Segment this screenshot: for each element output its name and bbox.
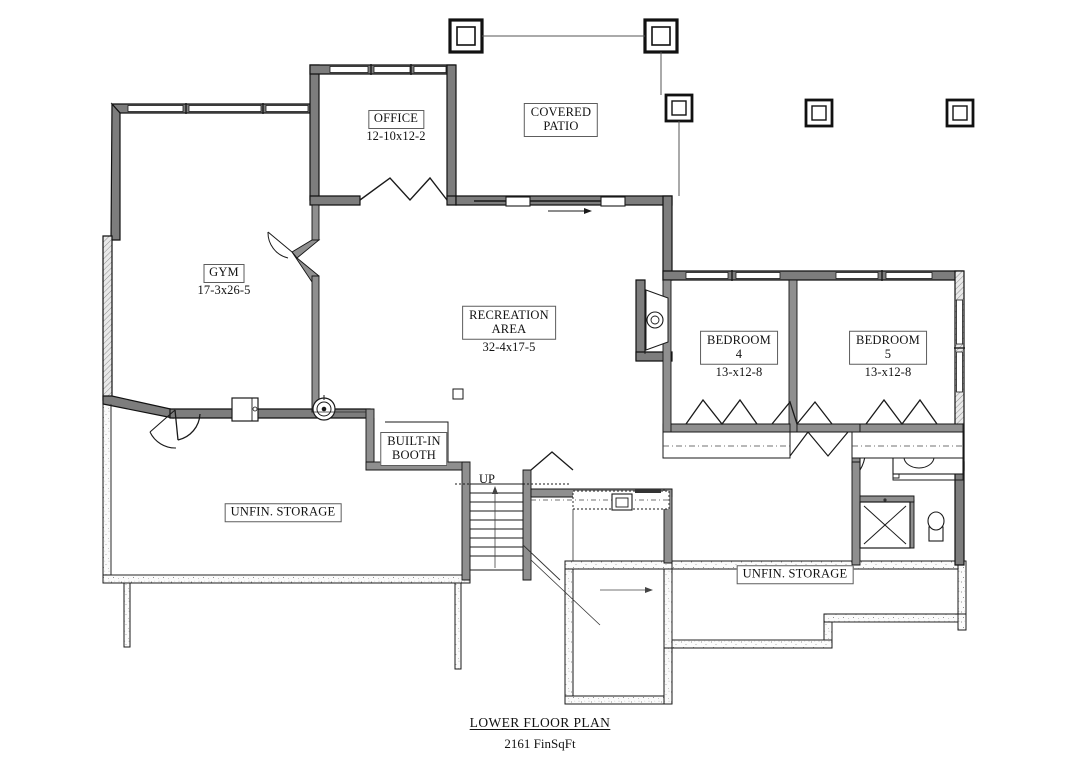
room-label-covered-patio: COVERED PATIO xyxy=(523,103,599,137)
room-label-gym: GYM 17-3x26-5 xyxy=(198,263,251,297)
sliding-patio-door xyxy=(474,196,626,214)
mechanical-fixtures xyxy=(231,289,669,422)
stair-direction-label: UP xyxy=(479,472,495,486)
bedroom-5-line2: 5 xyxy=(884,346,892,361)
room-dims-recreation-area: 32-4x17-5 xyxy=(482,339,536,354)
booth-line2: BOOTH xyxy=(391,447,437,462)
structural-columns xyxy=(448,18,975,196)
room-label-unfin-storage-left: UNFIN. STORAGE xyxy=(224,502,342,522)
column-icon xyxy=(804,98,834,128)
column-icon xyxy=(945,98,975,128)
bedroom-4-line2: 4 xyxy=(735,346,743,361)
plan-area: 2161 FinSqFt xyxy=(504,736,576,751)
built-in-booth-outline xyxy=(373,418,449,462)
room-dims-office: 12-10x12-2 xyxy=(366,128,426,143)
room-label-recreation-area: RECREATION AREA 32-4x17-5 xyxy=(462,305,556,355)
foundation-walls xyxy=(102,235,967,705)
booth-line1: BUILT-IN xyxy=(387,434,441,448)
room-name-unfin-storage-right: UNFIN. STORAGE xyxy=(736,565,854,584)
room-name-gym: GYM xyxy=(203,264,245,283)
room-name-built-in-booth: BUILT-IN BOOTH xyxy=(380,432,448,466)
room-label-unfin-storage-right: UNFIN. STORAGE xyxy=(736,564,854,584)
room-name-office: OFFICE xyxy=(367,110,425,129)
wet-bar xyxy=(531,489,670,511)
plan-title: LOWER FLOOR PLAN xyxy=(469,715,611,730)
room-name-bedroom-5: BEDROOM 5 xyxy=(849,330,927,365)
covered-patio-line1: COVERED xyxy=(530,105,592,119)
room-name-bedroom-4: BEDROOM 4 xyxy=(700,330,778,365)
room-name-unfin-storage-left: UNFIN. STORAGE xyxy=(224,503,342,522)
room-label-built-in-booth: BUILT-IN BOOTH xyxy=(380,432,448,466)
closet-shelves xyxy=(662,431,964,459)
room-name-recreation-area: RECREATION AREA xyxy=(462,305,556,340)
column-icon xyxy=(643,18,679,54)
staircase xyxy=(455,483,653,626)
covered-patio-line2: PATIO xyxy=(543,118,579,133)
room-label-bedroom-4: BEDROOM 4 13-x12-8 xyxy=(700,330,778,380)
room-name-covered-patio: COVERED PATIO xyxy=(523,103,599,137)
column-icon xyxy=(664,93,694,123)
room-dims-bedroom-4: 13-x12-8 xyxy=(715,364,763,379)
bedroom-4-line1: BEDROOM xyxy=(707,332,771,347)
window-mullions xyxy=(185,64,965,349)
recreation-line1: RECREATION xyxy=(469,307,549,322)
recreation-line2: AREA xyxy=(491,321,527,336)
room-label-bedroom-5: BEDROOM 5 13-x12-8 xyxy=(849,330,927,380)
room-dims-gym: 17-3x26-5 xyxy=(197,282,251,297)
room-label-office: OFFICE 12-10x12-2 xyxy=(366,109,426,143)
column-icon xyxy=(448,18,484,54)
windows xyxy=(127,66,963,393)
bedroom-5-line1: BEDROOM xyxy=(856,332,920,347)
room-dims-bedroom-5: 13-x12-8 xyxy=(864,364,912,379)
title-block: LOWER FLOOR PLAN 2161 FinSqFt xyxy=(0,714,1080,752)
